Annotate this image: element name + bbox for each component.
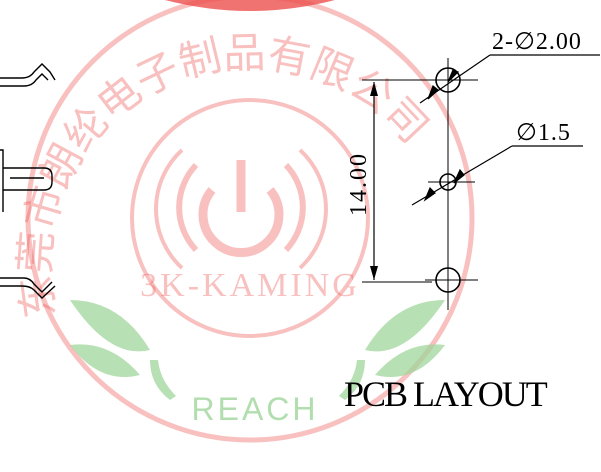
pcb-layout-caption: PCB LAYOUT bbox=[344, 374, 548, 414]
pin-profile bbox=[0, 63, 56, 299]
large-hole-leader bbox=[419, 54, 600, 104]
small-hole-leader bbox=[411, 145, 583, 206]
large-hole-callout: 2-∅2.00 bbox=[492, 29, 582, 55]
seal-inner-ring bbox=[130, 98, 370, 338]
reach-leaf-icon bbox=[70, 300, 445, 400]
seal-top-tab bbox=[165, 0, 335, 11]
extension-lines bbox=[362, 79, 432, 283]
dimension-14-label: 14.00 bbox=[346, 152, 372, 216]
vertical-dimension bbox=[370, 82, 378, 280]
seal-outer-ring bbox=[25, 0, 475, 443]
brand-watermark-text: 3K-KAMING bbox=[140, 267, 360, 304]
small-hole-callout: ∅1.5 bbox=[516, 120, 571, 146]
power-logo-icon bbox=[154, 148, 328, 270]
reach-watermark-text: REACH bbox=[191, 391, 318, 427]
